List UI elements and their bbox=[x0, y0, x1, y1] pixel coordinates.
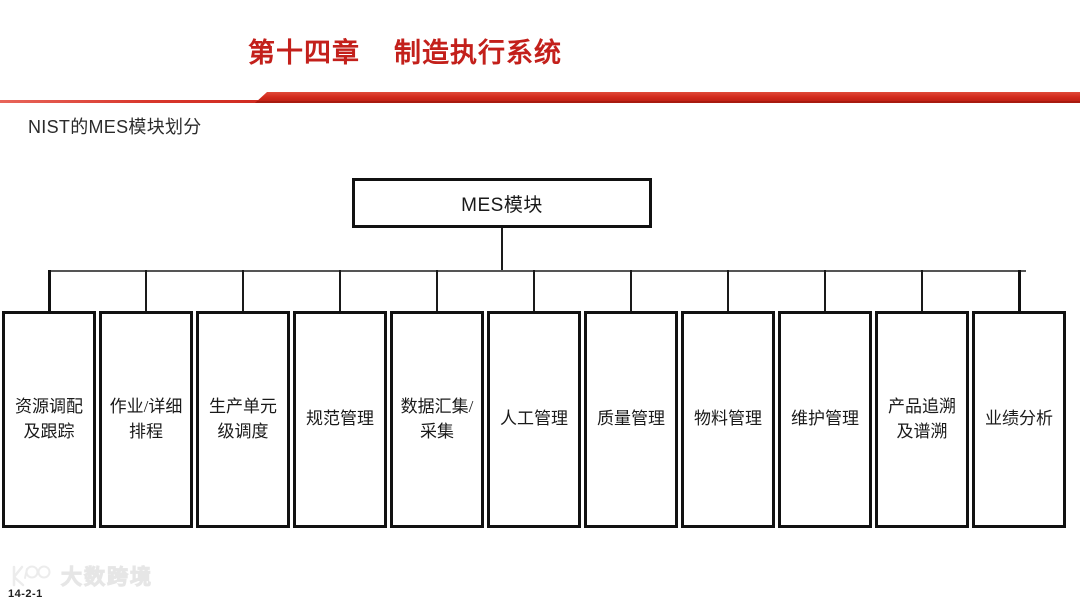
connector-drop-8 bbox=[727, 270, 729, 312]
connector-drop-5 bbox=[436, 270, 438, 312]
diagram-leaf-label: 资源调配及跟踪 bbox=[15, 396, 83, 441]
diagram-leaf-node: 业绩分析 bbox=[972, 311, 1066, 528]
diagram-leaf-label: 数据汇集/采集 bbox=[400, 396, 474, 441]
diagram-root-node: MES模块 bbox=[352, 178, 652, 228]
diagram-leaf-node: 质量管理 bbox=[584, 311, 678, 528]
connector-root-stem bbox=[501, 228, 503, 272]
connector-horizontal-bus bbox=[49, 270, 1026, 272]
page-title: 第十四章 制造执行系统 bbox=[248, 38, 563, 68]
connector-drop-10 bbox=[921, 270, 923, 312]
diagram-leaf-node: 维护管理 bbox=[778, 311, 872, 528]
connector-drop-11 bbox=[1018, 270, 1021, 312]
connector-drop-2 bbox=[145, 270, 147, 312]
diagram-leaf-node: 作业/详细排程 bbox=[99, 311, 193, 528]
diagram-leaf-label: 人工管理 bbox=[500, 409, 568, 429]
connector-drop-9 bbox=[824, 270, 826, 312]
connector-drop-7 bbox=[630, 270, 632, 312]
connector-drop-4 bbox=[339, 270, 341, 312]
connector-drop-3 bbox=[242, 270, 244, 312]
diagram-leaf-node: 产品追溯及谱溯 bbox=[875, 311, 969, 528]
diagram-leaf-label: 生产单元级调度 bbox=[209, 396, 277, 441]
connector-drop-1 bbox=[48, 270, 51, 312]
watermark-text: 大数跨境 bbox=[61, 566, 153, 590]
watermark: 大数跨境 bbox=[10, 561, 153, 591]
diagram-leaf-node: 人工管理 bbox=[487, 311, 581, 528]
diagram-leaf-label: 质量管理 bbox=[597, 409, 665, 429]
diagram-leaf-node: 物料管理 bbox=[681, 311, 775, 528]
section-subtitle: NIST的MES模块划分 bbox=[28, 117, 202, 137]
diagram-root-label: MES模块 bbox=[461, 194, 543, 216]
diagram-leaf-label: 物料管理 bbox=[694, 409, 762, 429]
diagram-leaf-node: 规范管理 bbox=[293, 311, 387, 528]
diagram-leaf-label: 产品追溯及谱溯 bbox=[888, 396, 956, 441]
diagram-leaf-label: 维护管理 bbox=[791, 409, 859, 429]
diagram-leaf-label: 业绩分析 bbox=[985, 409, 1053, 429]
header-divider-band bbox=[255, 92, 1080, 103]
page-number: 14-2-1 bbox=[8, 588, 43, 600]
diagram-leaf-node: 数据汇集/采集 bbox=[390, 311, 484, 528]
diagram-leaf-label: 作业/详细排程 bbox=[109, 396, 183, 441]
k100-logo-icon bbox=[12, 565, 51, 587]
header-divider-thin bbox=[0, 100, 268, 103]
diagram-leaf-node: 资源调配及跟踪 bbox=[2, 311, 96, 528]
diagram-leaf-node: 生产单元级调度 bbox=[196, 311, 290, 528]
diagram-leaf-label: 规范管理 bbox=[306, 409, 374, 429]
connector-drop-6 bbox=[533, 270, 535, 312]
